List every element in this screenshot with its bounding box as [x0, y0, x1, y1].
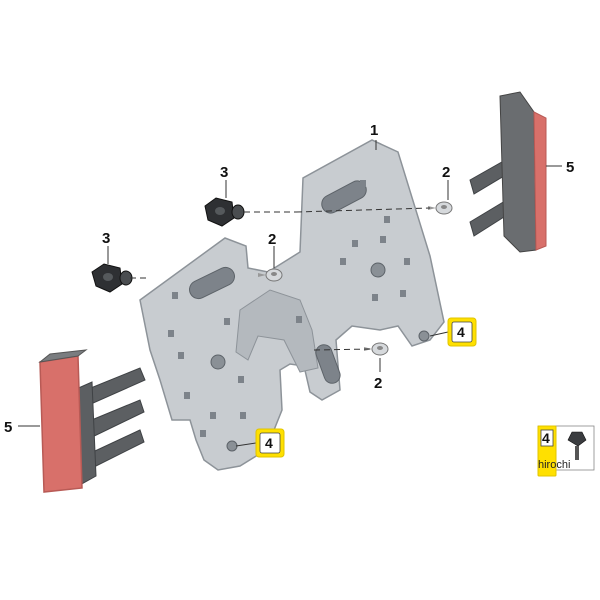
label-part-2c: 2 — [374, 375, 382, 392]
license-plate-bracket — [139, 139, 445, 471]
push-rivet-icon — [567, 431, 587, 460]
plate-hole — [226, 440, 238, 452]
plate-hole — [210, 354, 226, 370]
label-part-4-legend: 4 — [542, 430, 550, 446]
label-part-3a: 3 — [220, 164, 228, 181]
label-part-4a: 4 — [457, 324, 465, 340]
plate-hole — [418, 330, 430, 342]
nut-3a — [204, 197, 245, 227]
label-part-4b: 4 — [265, 435, 273, 451]
reflector-left — [38, 349, 146, 493]
label-part-5b: 5 — [4, 419, 12, 436]
screw-2b — [258, 268, 283, 282]
label-part-2a: 2 — [442, 164, 450, 181]
reflector-left-lens — [39, 355, 83, 493]
plate-rib — [235, 289, 319, 373]
nut-3b — [91, 263, 133, 293]
label-part-2b: 2 — [268, 231, 276, 248]
legend-part-4: 4 hirochi — [537, 425, 595, 477]
reflector-left-rim — [38, 349, 88, 363]
reflector-left-bracket — [73, 367, 146, 487]
label-part-3b: 3 — [102, 230, 110, 247]
label-part-5a: 5 — [566, 159, 574, 176]
plate-slot — [189, 266, 235, 300]
leader-lines — [18, 140, 562, 447]
reflector-right — [469, 91, 547, 253]
screw-2a — [428, 201, 453, 215]
plate-cutouts — [168, 180, 410, 437]
reflector-right-lens — [533, 111, 547, 251]
reflector-right-back — [499, 91, 537, 253]
label-part-1: 1 — [370, 122, 378, 139]
callout-part-4a: 4 — [447, 317, 477, 347]
watermark: hirochi — [538, 459, 570, 471]
plate-hole — [370, 262, 386, 278]
callout-part-4b: 4 — [255, 428, 285, 458]
plate-slot — [315, 344, 341, 384]
